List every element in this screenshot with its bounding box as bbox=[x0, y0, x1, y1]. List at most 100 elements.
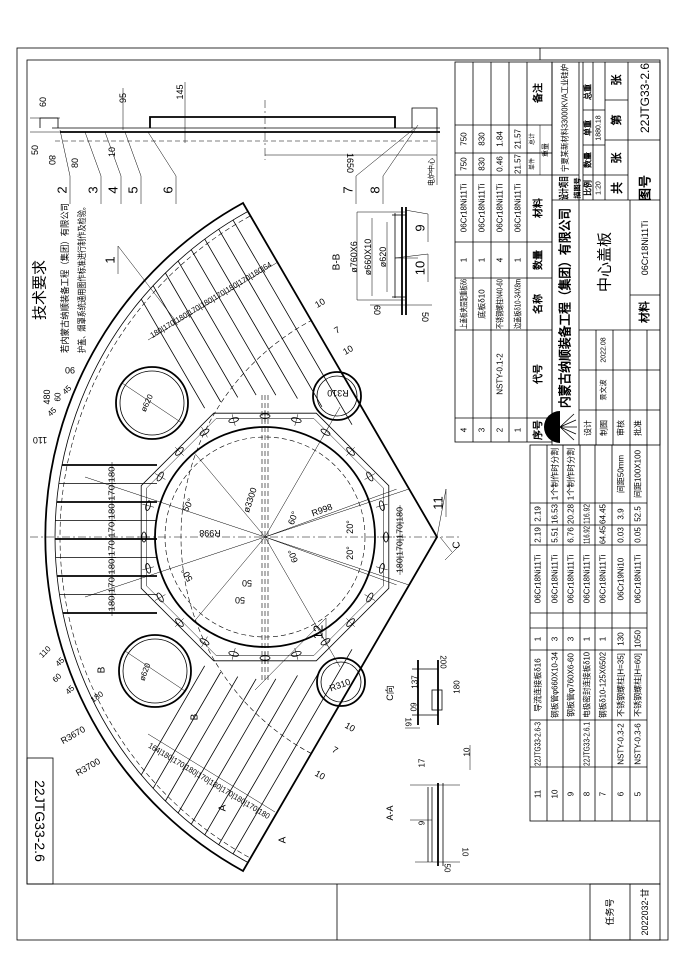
part-balloon-4: 4 bbox=[106, 186, 121, 193]
side-drawing-number: 22JTG33-2.6 bbox=[32, 780, 48, 862]
dimension-label: 50 bbox=[443, 864, 452, 873]
parts-cell-unit: 21.57 bbox=[514, 153, 523, 174]
designed-by-label: 设计 bbox=[583, 420, 593, 436]
tech-requirements-title: 技术要求 bbox=[32, 260, 49, 320]
parts-header-no: 序号 bbox=[532, 420, 545, 440]
electrode-notch bbox=[312, 371, 362, 421]
company-name: 内蒙古纳顺装备工程（集团）有限公司 bbox=[558, 208, 573, 408]
stiffener-rib bbox=[218, 667, 323, 846]
parts-cell-unit: 2.19 bbox=[534, 527, 543, 543]
sheets-label: 张 bbox=[609, 74, 623, 86]
tech-requirement-line: 若内蒙古纳顺装备工程（集团）有限公司 bbox=[59, 203, 70, 353]
dimension-label: ø620 bbox=[378, 247, 388, 268]
dimension-label: 50 bbox=[235, 595, 245, 605]
dimension-label: 480 bbox=[42, 389, 52, 404]
dimension-label: 20° bbox=[345, 520, 355, 534]
total-weight-label: 总重 bbox=[583, 84, 593, 100]
dimension-label: 7 bbox=[332, 324, 341, 335]
dimension-label: R310 bbox=[327, 388, 349, 398]
parts-cell-no: 9 bbox=[567, 791, 576, 796]
parts-cell-name: 电极密封连接板δ10 bbox=[582, 651, 592, 718]
dimension-label: 110 bbox=[33, 435, 47, 445]
parts-cell-name: 不锈钢螺柱[H=35] bbox=[616, 653, 626, 717]
dimension-label: 1650 bbox=[345, 153, 355, 173]
parts-cell-material: 06Cr19Ni10 bbox=[617, 557, 626, 600]
stiffener-rib bbox=[204, 238, 298, 399]
scale-value: 1:20 bbox=[596, 181, 603, 195]
parts-cell-total: 750 bbox=[460, 132, 469, 146]
dimension-label: B bbox=[190, 713, 201, 720]
parts-cell-name: 不锈钢螺柱[H=60] bbox=[633, 653, 643, 717]
part-balloon-10: 10 bbox=[413, 261, 428, 275]
dimension-label: 137 bbox=[411, 675, 420, 689]
parts-cell-qty: 130 bbox=[617, 632, 626, 646]
parts-cell-name: 钢板管φ660X10-34 bbox=[550, 651, 560, 718]
parts-cell-unit: 0.03 bbox=[617, 527, 626, 543]
parts-cell-unit: 830 bbox=[478, 157, 487, 171]
parts-header-name: 名称 bbox=[532, 294, 545, 314]
parts-cell-no: 10 bbox=[551, 789, 560, 798]
parts-cell-no: 7 bbox=[599, 791, 608, 796]
drafted-by-label: 制图 bbox=[599, 420, 609, 436]
dimension-label: 60 bbox=[54, 392, 63, 401]
parts-header-qty: 数量 bbox=[532, 250, 545, 270]
reviewed-by-label: 审核 bbox=[616, 420, 626, 436]
parts-header-code: 代号 bbox=[532, 364, 545, 385]
approved-by-label: 批准 bbox=[633, 420, 643, 436]
parts-cell-qty: 1 bbox=[460, 257, 469, 262]
stiffener-rib bbox=[177, 678, 257, 814]
part-balloon-7: 7 bbox=[341, 186, 356, 193]
dimension-label: 200 bbox=[439, 655, 448, 669]
center-cover-plate-plan bbox=[44, 201, 439, 873]
dimension-label: 180 bbox=[453, 680, 462, 694]
stiffener-rib bbox=[164, 676, 239, 802]
task-number-label: 任务号 bbox=[604, 898, 615, 925]
part-balloon-6: 6 bbox=[161, 186, 176, 193]
stiffener-rib bbox=[204, 675, 298, 836]
parts-cell-remark: 1个制作时分割 bbox=[566, 448, 576, 500]
part-balloon-2: 2 bbox=[55, 186, 70, 193]
design-project: 宁夏某新材料33000KVA工业硅炉 bbox=[560, 64, 570, 172]
quantity-label: 数量 bbox=[583, 152, 593, 168]
top-section-view bbox=[30, 82, 440, 185]
part-balloon-9: 9 bbox=[413, 224, 428, 231]
parts-cell-name: 边盖板δ10-34X8m bbox=[513, 279, 523, 329]
dimension-label: A bbox=[218, 804, 229, 811]
dimension-label: 16 bbox=[404, 718, 413, 727]
dimension-label: 95 bbox=[118, 93, 128, 103]
parts-cell-total: 116.92 bbox=[583, 504, 592, 524]
dimension-label: 50 bbox=[420, 312, 430, 322]
dimension-label: 90 bbox=[65, 365, 75, 375]
dimension-label: 50 bbox=[242, 578, 252, 588]
parts-cell-unit: 116.92 bbox=[583, 526, 592, 544]
dimension-label: 10 bbox=[341, 343, 355, 357]
parts-cell-code: NSTY-0.3-6 bbox=[634, 723, 643, 765]
part-balloon-3: 3 bbox=[86, 186, 101, 193]
stiffener-rib bbox=[152, 285, 222, 403]
stiffener-rib bbox=[218, 228, 323, 407]
dimension-label: B-B bbox=[332, 253, 343, 270]
scale-label: 比例 bbox=[583, 180, 593, 196]
dimension-label: ø660X10 bbox=[363, 239, 373, 276]
side-drawing-number-box bbox=[26, 757, 54, 885]
unit-weight-value: 1880.18 bbox=[596, 115, 603, 140]
dimension-label: 7 bbox=[330, 744, 339, 755]
parts-cell-material: 06Cr18Ni11Ti bbox=[583, 555, 592, 604]
task-number-box bbox=[589, 883, 661, 941]
task-number: 2022032-甘 bbox=[639, 888, 650, 935]
sheets-label: 张 bbox=[609, 152, 623, 164]
sheet-frame bbox=[16, 47, 669, 941]
parts-cell-no: 8 bbox=[583, 791, 592, 796]
title-material: 06Cr18Ni11Ti bbox=[640, 221, 650, 276]
parts-header-unit: 单件 bbox=[528, 158, 536, 170]
section-b-b-view bbox=[356, 207, 432, 315]
dimension-label: 9 bbox=[418, 820, 427, 825]
parts-cell-qty: 3 bbox=[551, 636, 560, 641]
parts-cell-unit: 0.05 bbox=[634, 527, 643, 543]
part-balloon-12: 12 bbox=[311, 625, 326, 639]
title-material-label: 材料 bbox=[637, 301, 651, 323]
stiffener-rib bbox=[140, 298, 206, 409]
parts-list-upper: 4上盖板夹层配重板δ6106Cr18Ni11Ti7507503底板δ10106C… bbox=[454, 61, 553, 443]
stiffener-rib bbox=[190, 678, 277, 825]
parts-cell-material: 06Cr18Ni11Ti bbox=[567, 555, 576, 604]
